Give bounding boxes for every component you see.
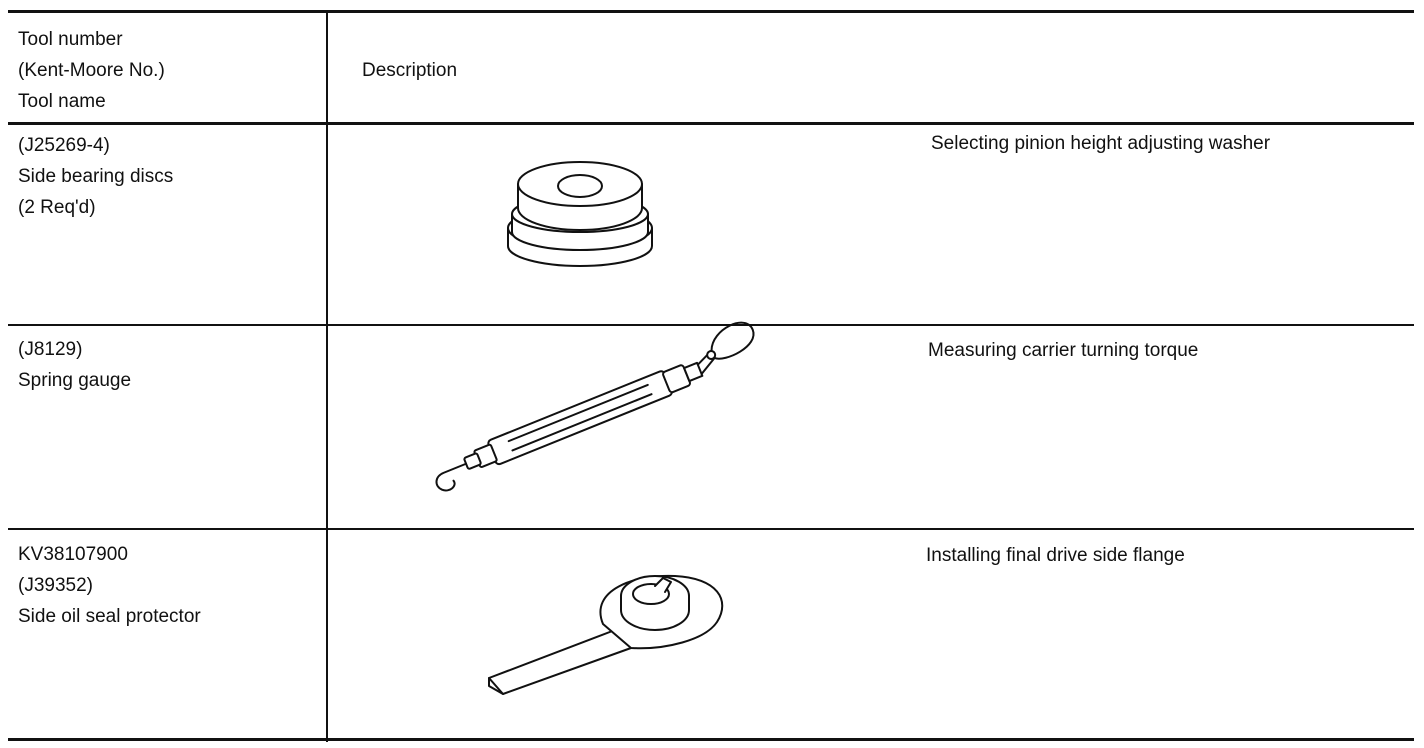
header-bottom-rule xyxy=(8,122,1414,125)
row-2-tool-info: (J8129) Spring gauge xyxy=(18,334,131,396)
spring-gauge-drawing xyxy=(435,321,755,492)
table-top-rule xyxy=(8,10,1414,13)
side-bearing-discs-drawing xyxy=(507,161,653,267)
special-tools-table: Tool number (Kent-Moore No.) Tool name D… xyxy=(8,10,1414,742)
row-1-bottom-rule xyxy=(8,324,1414,326)
row-3-tool-info: KV38107900 (J39352) Side oil seal protec… xyxy=(18,539,201,632)
row-2-description: Measuring carrier turning torque xyxy=(928,340,1199,361)
row-1-tool-info: (J25269-4) Side bearing discs (2 Req'd) xyxy=(18,130,173,223)
row-1-description: Selecting pinion height adjusting washer xyxy=(931,133,1271,154)
header-description-column: Description xyxy=(362,60,458,81)
tool-line: Side bearing discs xyxy=(18,166,174,187)
tool-line: (2 Req'd) xyxy=(18,197,96,218)
tool-line: Spring gauge xyxy=(18,370,132,391)
tool-line: (J25269-4) xyxy=(18,135,110,156)
header-tool-column: Tool number (Kent-Moore No.) Tool name xyxy=(18,24,165,117)
table-bottom-rule xyxy=(8,738,1414,741)
header-line: (Kent-Moore No.) xyxy=(18,60,165,81)
row-3-description: Installing final drive side flange xyxy=(926,545,1185,566)
column-divider xyxy=(326,10,328,742)
tool-line: (J39352) xyxy=(18,575,93,596)
row-2-bottom-rule xyxy=(8,528,1414,530)
tool-line: (J8129) xyxy=(18,339,83,360)
header-line: Tool number xyxy=(18,29,123,50)
tool-line: KV38107900 xyxy=(18,544,128,565)
side-oil-seal-protector-drawing xyxy=(488,574,724,695)
header-line: Tool name xyxy=(18,91,106,112)
tool-line: Side oil seal protector xyxy=(18,606,201,627)
